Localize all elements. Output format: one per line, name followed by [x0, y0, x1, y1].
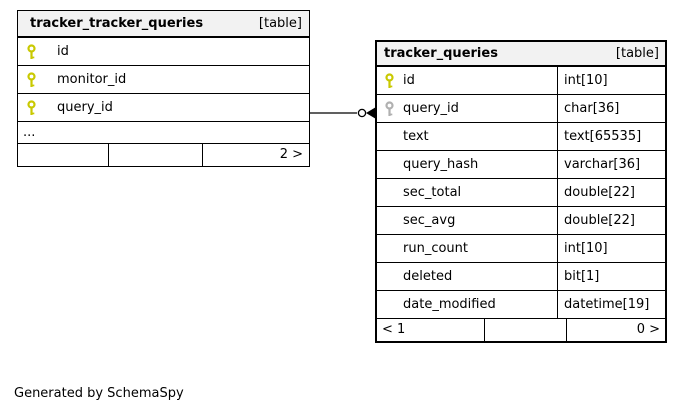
column-name-cell: date_modified [377, 291, 558, 318]
degree-cell-children: 0 > [636, 322, 660, 337]
column-name: id [57, 44, 69, 59]
column-name-cell: deleted [377, 263, 558, 290]
hidden-columns-ellipsis: ... [18, 122, 309, 144]
column-name: deleted [403, 269, 453, 284]
column-name-cell: sec_total [377, 179, 558, 206]
column-name-cell: sec_avg [377, 207, 558, 234]
ellipsis-label: ... [23, 125, 36, 140]
column-row: sec_avg double[22] [377, 207, 665, 235]
table-name[interactable]: tracker_queries [384, 46, 498, 61]
degree-cell [485, 319, 567, 341]
table-node-tracker-queries: tracker_queries [table] id int[10] query… [375, 40, 667, 343]
column-name-cell: query_hash [377, 151, 558, 178]
column-type: int[10] [564, 241, 608, 256]
table-header[interactable]: tracker_tracker_queries [table] [18, 11, 309, 38]
column-row: query_id char[36] [377, 95, 665, 123]
column-row: query_hash varchar[36] [377, 151, 665, 179]
column-name: id [403, 73, 415, 88]
primary-key-icon [27, 99, 57, 116]
column-type: int[10] [564, 73, 608, 88]
column-row: run_count int[10] [377, 235, 665, 263]
column-name: query_id [57, 100, 113, 115]
column-name: date_modified [403, 297, 496, 312]
foreign-key-icon [385, 100, 403, 117]
degree-cell-children: 2 > [279, 147, 303, 162]
column-name-cell: text [377, 123, 558, 150]
primary-key-icon [27, 43, 57, 60]
degree-cell [109, 144, 203, 166]
column-name: run_count [403, 241, 468, 256]
table-degree-footer: 2 > [18, 144, 309, 166]
column-row: query_id [18, 94, 309, 122]
crowfoot-arrow-icon [366, 107, 375, 119]
zero-circle-icon [357, 108, 367, 118]
column-name: sec_total [403, 185, 462, 200]
column-name-cell: id [377, 67, 558, 94]
degree-cell-parents: < 1 [377, 319, 485, 341]
column-name-cell: query_id [377, 95, 558, 122]
column-type: bit[1] [564, 269, 600, 284]
table-type-tag: [table] [615, 46, 659, 61]
column-row: date_modified datetime[19] [377, 291, 665, 319]
column-name: query_hash [403, 157, 479, 172]
column-row: id [18, 38, 309, 66]
column-row: id int[10] [377, 67, 665, 95]
column-name: sec_avg [403, 213, 456, 228]
degree-cell [18, 144, 109, 166]
primary-key-icon [27, 71, 57, 88]
table-header[interactable]: tracker_queries [table] [377, 42, 665, 67]
column-type: double[22] [564, 185, 635, 200]
table-name[interactable]: tracker_tracker_queries [30, 16, 204, 31]
table-degree-footer: < 1 0 > [377, 319, 665, 341]
column-row: text text[65535] [377, 123, 665, 151]
column-type: datetime[19] [564, 297, 650, 312]
column-row: monitor_id [18, 66, 309, 94]
column-row: sec_total double[22] [377, 179, 665, 207]
column-name: query_id [403, 101, 459, 116]
column-type: text[65535] [564, 129, 642, 144]
table-node-tracker-tracker-queries: tracker_tracker_queries [table] id monit… [17, 10, 310, 167]
generated-by-note: Generated by SchemaSpy [14, 386, 184, 401]
primary-key-icon [385, 72, 403, 89]
column-name: monitor_id [57, 72, 127, 87]
column-row: deleted bit[1] [377, 263, 665, 291]
relationship-connector [310, 107, 375, 119]
column-type: char[36] [564, 101, 620, 116]
column-name-cell: run_count [377, 235, 558, 262]
column-type: double[22] [564, 213, 635, 228]
column-type: varchar[36] [564, 157, 641, 172]
column-name: text [403, 129, 429, 144]
table-type-tag: [table] [258, 16, 302, 31]
